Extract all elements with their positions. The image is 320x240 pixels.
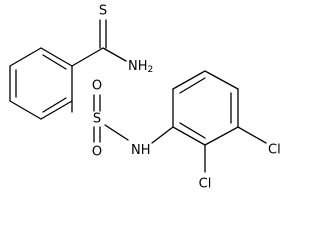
c-cl-meta-bond [237,126,267,144]
ring-to-thiocarbon-bond [71,47,104,67]
chlorine-meta-label: Cl [268,143,281,158]
amine-nh-text: NH [128,59,148,74]
benzene-ring-left [9,47,73,120]
molecule-structure: S NH2 S O O NH [9,4,281,192]
thioamide-group: S NH2 [71,4,153,76]
sulfonamide-n-text: N [131,143,141,158]
sulfonamide-nh-label: NH [131,143,151,158]
chlorine-substituents: Cl Cl [199,126,281,192]
ring-left-bond [40,47,73,67]
sulfonyl-oxygen-lower-label: O [92,145,102,160]
n-to-ring-bond [151,126,174,144]
amine-subscript: 2 [148,65,154,75]
thioamide-sulfur-label: S [99,4,107,19]
ring-right-bond [204,126,239,146]
ring-right-bond [172,126,206,146]
sulfonamide-group: S O O NH [71,79,174,160]
ring-right-double-bond [179,122,206,139]
c-n-bond [102,47,127,62]
s-n-bond [104,124,129,141]
chlorine-ortho-label: Cl [199,177,212,192]
ring-left-bond [9,47,42,67]
amine-label: NH2 [128,59,153,76]
ring-left-double-bond [42,97,67,113]
ring-left-double-bond [42,54,67,70]
ring-left-bond [40,100,73,120]
ring-right-bond [172,70,206,90]
dichlorophenyl-ring [172,70,239,146]
ring-right-double-bond [179,77,206,94]
sulfonamide-h-text: H [141,143,151,158]
ring-left-bond [9,100,42,120]
sulfonyl-oxygen-upper-label: O [92,79,102,94]
sulfonyl-sulfur-label: S [93,112,101,127]
ring-right-bond [204,70,239,90]
